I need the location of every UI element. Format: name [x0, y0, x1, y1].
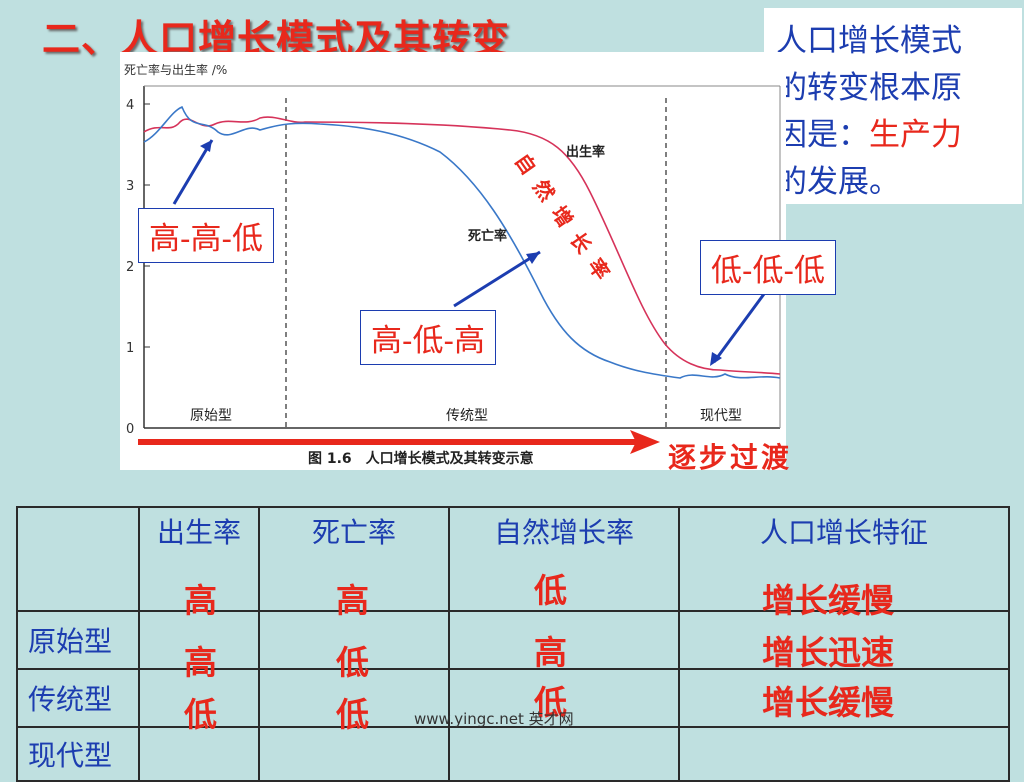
- table-cell: [678, 610, 1010, 670]
- answer-birth: 高: [184, 581, 217, 620]
- transition-arrow-head: [630, 430, 660, 454]
- death-rate-line: [143, 105, 781, 379]
- answer-natural: 低: [534, 571, 567, 610]
- table-cell: [678, 726, 1010, 782]
- table-header-cell: [16, 506, 140, 612]
- stage-label: 现代型: [700, 408, 742, 424]
- answer-birth: 低: [184, 695, 217, 734]
- birth-rate-label: 出生率: [566, 144, 605, 160]
- table-cell: [258, 668, 450, 728]
- table-cell: [138, 610, 260, 670]
- label-high-low-high: 高-低-高: [360, 310, 496, 365]
- table-cell: [138, 668, 260, 728]
- table-cell: [258, 610, 450, 670]
- answer-natural: 低: [534, 683, 567, 722]
- table-cell: [448, 726, 680, 782]
- note-line: 因是：生产力: [776, 112, 1012, 159]
- answer-death: 低: [336, 643, 369, 682]
- row-label: 原始型: [16, 610, 140, 670]
- table-cell: [448, 668, 680, 728]
- note-line: 的转变根本原: [776, 70, 962, 106]
- y-tick: 2: [126, 260, 134, 275]
- table-header-cell: 人口增长特征: [678, 506, 1010, 612]
- note-text: 因是：: [776, 117, 869, 153]
- transition-label: 逐步过渡: [668, 441, 793, 474]
- table-header-cell: 死亡率: [258, 506, 450, 612]
- death-rate-label: 死亡率: [468, 228, 507, 244]
- table-row: 现代型: [16, 726, 1010, 782]
- pointer-arrow: [172, 139, 214, 205]
- table-header-cell: 出生率: [138, 506, 260, 612]
- table-header-row: 出生率 死亡率 自然增长率 人口增长特征: [16, 506, 1010, 612]
- table-header-cell: 自然增长率: [448, 506, 680, 612]
- y-tick: 0: [126, 422, 134, 437]
- table-row: 原始型: [16, 610, 1010, 670]
- stage-label: 原始型: [190, 408, 232, 424]
- pointer-arrow: [712, 293, 766, 363]
- arrow-head: [526, 252, 540, 264]
- figure-caption: 图 1.6 人口增长模式及其转变示意: [308, 451, 534, 467]
- pointer-arrow: [453, 250, 541, 308]
- note-box: 人口增长模式 的转变根本原 因是：生产力 的发展。: [764, 8, 1022, 204]
- chart-figure: 死亡率与出生率 /% 0 1 2 3 4 出生率 死亡率 自然增长率 原始型 传…: [120, 52, 786, 470]
- row-label: 现代型: [16, 726, 140, 782]
- y-tick: 4: [126, 98, 134, 113]
- arrow-head: [710, 352, 722, 366]
- table-cell: [678, 668, 1010, 728]
- note-line: 的发展。: [776, 164, 900, 200]
- table-grid: 出生率 死亡率 自然增长率 人口增长特征 原始型 传统型 现代型: [16, 506, 1010, 782]
- note-line: 人口增长模式: [776, 23, 962, 59]
- label-low-low-low: 低-低-低: [700, 240, 836, 295]
- answer-death: 低: [336, 695, 369, 734]
- y-tick: 3: [126, 179, 134, 194]
- arrow-head: [200, 140, 212, 152]
- answer-feature: 增长缓慢: [762, 581, 894, 620]
- table-cell: [448, 610, 680, 670]
- answer-death: 高: [336, 581, 369, 620]
- note-highlight: 生产力: [869, 117, 962, 153]
- row-label: 传统型: [16, 668, 140, 728]
- label-high-high-low: 高-高-低: [138, 208, 274, 263]
- y-tick: 1: [126, 341, 134, 356]
- answer-birth: 高: [184, 643, 217, 682]
- stage-label: 传统型: [446, 408, 488, 424]
- answer-natural: 高: [534, 633, 567, 672]
- answer-feature: 增长缓慢: [762, 683, 894, 722]
- watermark: www.yingc.net 英才网: [414, 710, 574, 728]
- comparison-table: 出生率 死亡率 自然增长率 人口增长特征 原始型 传统型 现代型: [16, 506, 1010, 782]
- answer-feature: 增长迅速: [762, 633, 894, 672]
- chart-svg: 死亡率与出生率 /% 0 1 2 3 4 出生率 死亡率 自然增长率 原始型 传…: [124, 62, 781, 454]
- y-axis-label: 死亡率与出生率 /%: [124, 62, 227, 77]
- table-row: 传统型: [16, 668, 1010, 728]
